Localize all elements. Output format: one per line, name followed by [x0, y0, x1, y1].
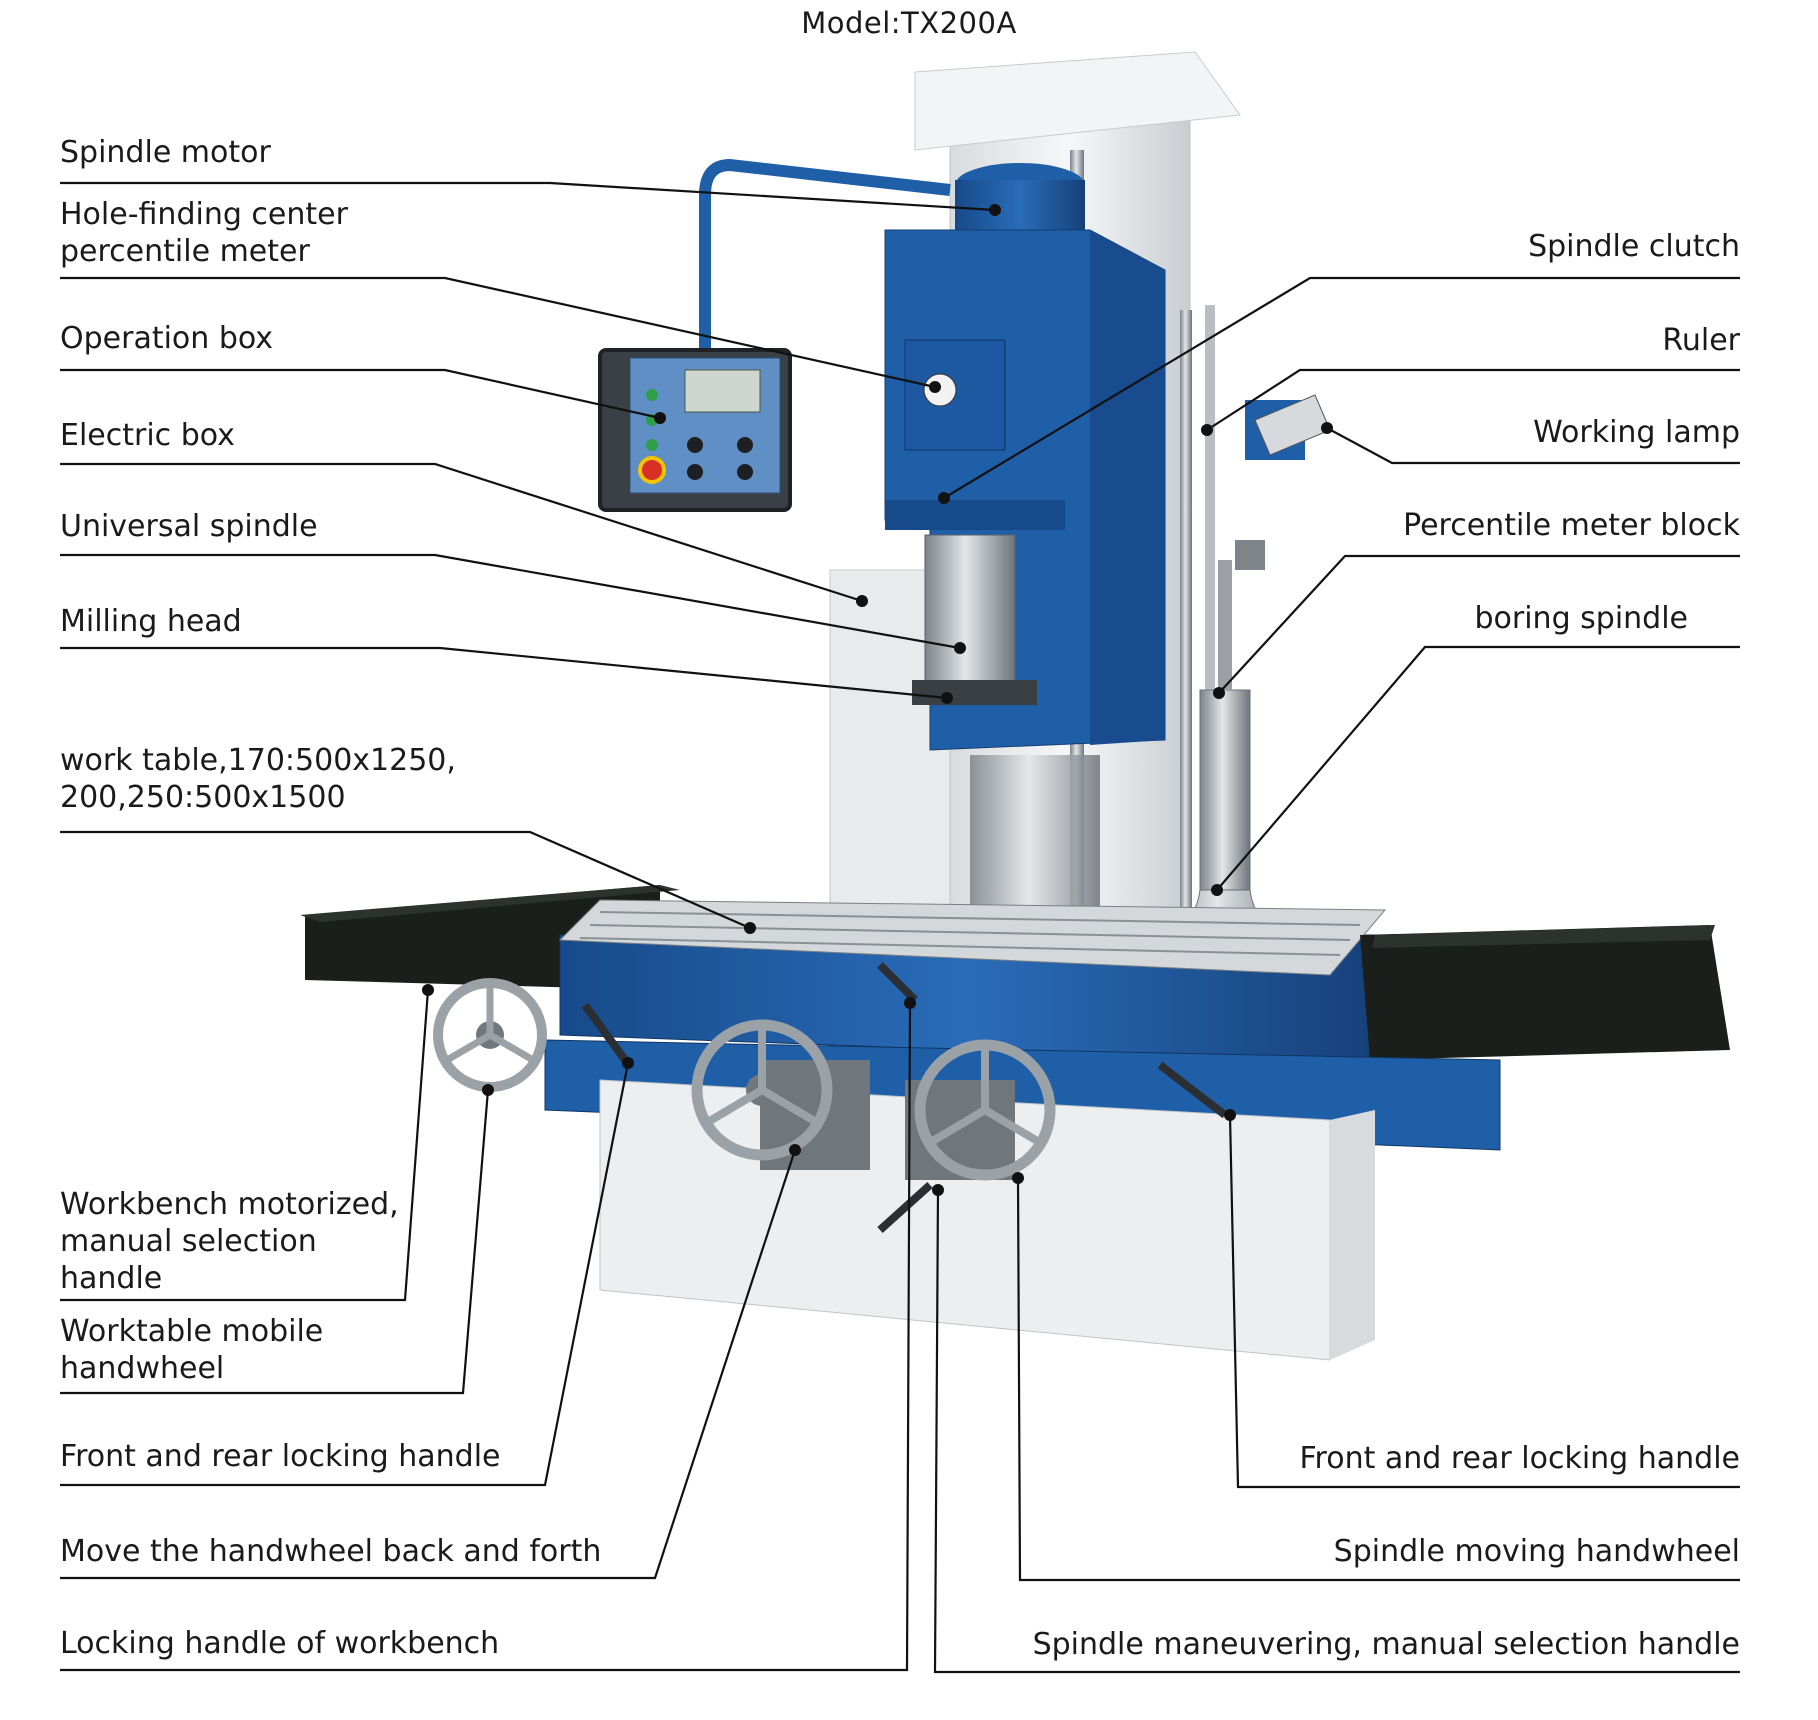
- label-electric-box: Electric box: [60, 418, 235, 453]
- operation-arm: [699, 158, 951, 355]
- leader-locking-workbench: [60, 1002, 912, 1672]
- leader-front-rear-right: [1228, 1114, 1740, 1489]
- label-ruler: Ruler: [1662, 323, 1740, 358]
- leader-hole-finding: [60, 276, 936, 389]
- label-move-handwheel: Move the handwheel back and forth: [60, 1534, 602, 1569]
- label-worktable-handwheel: Worktable mobile handwheel: [60, 1314, 324, 1386]
- leader-worktable-handwheel: [60, 1089, 490, 1395]
- leader-work-table: [60, 830, 751, 930]
- leader-universal-spindle: [60, 553, 961, 650]
- small-handles: [581, 962, 1228, 1233]
- label-operation-box: Operation box: [60, 321, 274, 356]
- label-spindle-maneuvering-handle: Spindle maneuvering, manual selection ha…: [1032, 1627, 1740, 1662]
- leader-operation-box: [60, 368, 661, 420]
- label-hole-finding-meter: Hole-finding center percentile meter: [60, 197, 348, 269]
- label-percentile-meter-block: Percentile meter block: [1403, 508, 1740, 543]
- label-front-rear-locking-right: Front and rear locking handle: [1299, 1441, 1740, 1476]
- label-milling-head: Milling head: [60, 604, 242, 639]
- universal-spindle-graphic: [912, 534, 1100, 915]
- leader-workbench-selection: [60, 989, 430, 1302]
- label-boring-spindle: boring spindle: [1474, 601, 1688, 636]
- label-workbench-selection-handle: Workbench motorized, manual selection ha…: [60, 1187, 399, 1296]
- leader-percentile-block: [1218, 554, 1740, 694]
- leader-working-lamp: [1326, 427, 1740, 465]
- leader-electric-box: [60, 462, 863, 603]
- leader-milling-head: [60, 646, 948, 700]
- label-spindle-clutch: Spindle clutch: [1528, 229, 1740, 264]
- handwheel-left: [433, 978, 547, 1092]
- label-working-lamp: Working lamp: [1533, 415, 1740, 450]
- leader-spindle-moving: [1016, 1177, 1740, 1582]
- handwheel-middle: [691, 1019, 833, 1161]
- label-work-table: work table,170:500x1250, 200,250:500x150…: [60, 743, 456, 815]
- leader-boring-spindle: [1216, 645, 1740, 891]
- handwheel-right: [914, 1039, 1056, 1181]
- leader-front-rear-left: [60, 1062, 630, 1487]
- label-spindle-moving-handwheel: Spindle moving handwheel: [1333, 1534, 1740, 1569]
- label-locking-workbench: Locking handle of workbench: [60, 1626, 500, 1661]
- label-spindle-motor: Spindle motor: [60, 135, 271, 170]
- operation-box-graphic: [598, 348, 792, 512]
- label-universal-spindle: Universal spindle: [60, 509, 318, 544]
- leader-ruler: [1206, 368, 1740, 431]
- label-front-rear-locking-left: Front and rear locking handle: [60, 1439, 501, 1474]
- leader-dots: [422, 204, 1333, 1196]
- leader-spindle-motor: [60, 181, 996, 212]
- model-title: Model:TX200A: [801, 6, 1017, 40]
- leader-spindle-maneuvering: [933, 1189, 1740, 1674]
- leader-move-handwheel: [60, 1149, 797, 1580]
- leader-lines: [60, 181, 1740, 1674]
- leader-spindle-clutch: [943, 276, 1740, 499]
